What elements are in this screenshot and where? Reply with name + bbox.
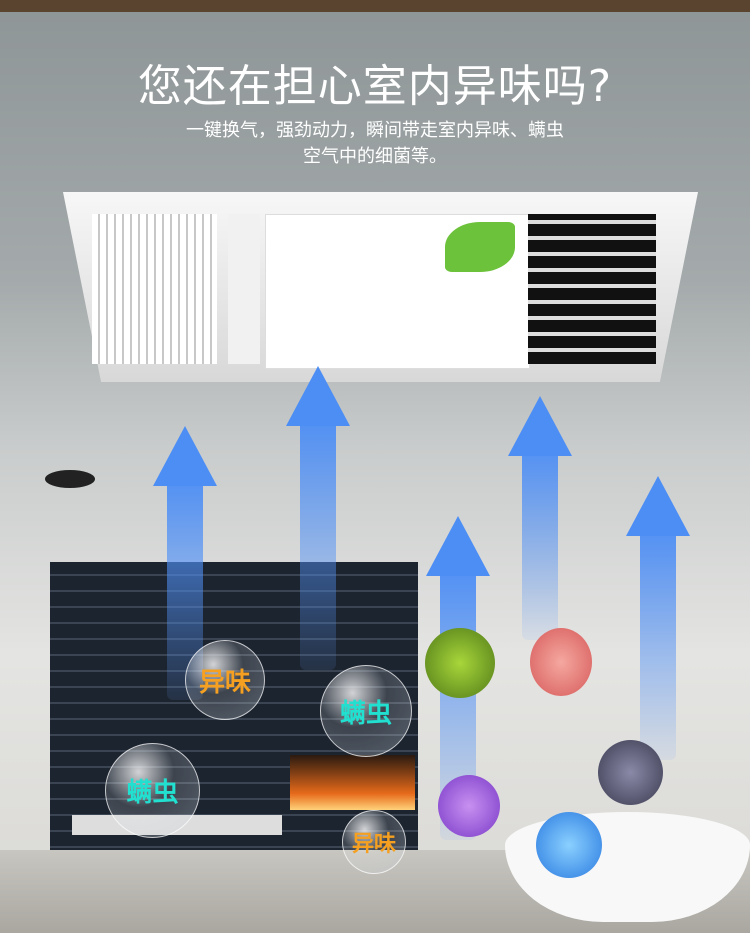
subtitle: 一键换气，强劲动力，瞬间带走室内异味、螨虫 空气中的细菌等。 [0,118,750,170]
bubble-mites: 螨虫 [320,665,412,757]
bubble-mites: 螨虫 [105,743,200,838]
subtitle-line-2: 空气中的细菌等。 [303,146,447,167]
left-vent-grille [92,214,217,364]
pink-germ-icon [530,628,592,696]
control-strip [228,214,260,364]
purple-germ-icon [438,775,500,837]
blue-germ-icon [536,812,602,878]
headline: 您还在担心室内异味吗? [137,61,613,112]
top-border [0,0,750,12]
right-vent-grille [528,214,656,364]
airflow-arrow [286,366,350,670]
bubble-odor: 异味 [342,810,406,874]
dark-germ-icon [598,740,663,805]
green-germ-icon [425,628,495,698]
airflow-arrow [153,426,217,700]
subtitle-line-1: 一键换气，强劲动力，瞬间带走室内异味、螨虫 [186,120,564,141]
eco-leaf-logo [445,222,515,272]
bubble-odor: 异味 [185,640,265,720]
airflow-arrow [508,396,572,640]
shower-head [45,470,95,488]
fireplace [290,755,415,810]
airflow-arrow [626,476,690,760]
